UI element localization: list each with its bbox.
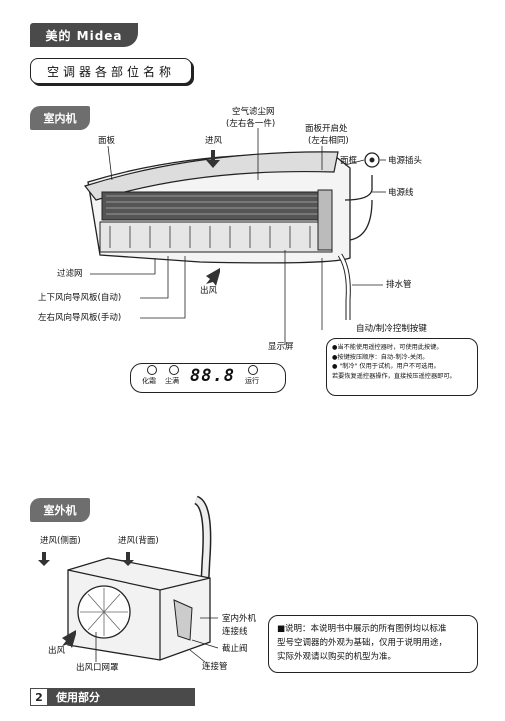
stop-valve-label: 截止阀 <box>222 644 248 654</box>
run-indicator-icon <box>248 365 258 375</box>
connecting-wire-label-1: 室内外机 <box>222 614 257 624</box>
air-out-label: 出风 <box>200 286 218 296</box>
defrost-indicator-label: 化霜 <box>142 377 156 385</box>
note-line: 若要恢复遥控器操作，直接按压遥控器即可。 <box>332 372 456 380</box>
note-line: ●当不能使用遥控器时，可使用此按键。 <box>332 344 443 351</box>
page-number: 2 <box>30 688 48 706</box>
connecting-pipe-label: 连接管 <box>202 662 228 672</box>
outdoor-air-out-label: 出风 <box>48 646 66 656</box>
brand-logo: 美的 Midea <box>30 23 138 47</box>
footer-label: 使用部分 <box>56 691 100 704</box>
note-line: ●按键按压顺序：自动-制冷-关闭。 <box>332 353 429 361</box>
horizontal-louver-label: 左右风向导风板(手动) <box>38 313 122 323</box>
dust-indicator-icon <box>169 365 179 375</box>
disclaimer-line: 型号空调器的外观为基础，仅用于说明用途， <box>277 638 448 649</box>
filter-net-label: 过滤网 <box>57 269 83 279</box>
dust-indicator-label: 尘满 <box>165 377 179 385</box>
display-panel <box>130 363 286 393</box>
frame-label: 面框 <box>340 156 358 166</box>
connecting-wire-label-2: 连接线 <box>222 627 248 637</box>
disclaimer-line: 实际外观请以购买的机型为准。 <box>277 652 397 663</box>
air-filter-sub-label: (左右各一件) <box>226 119 276 129</box>
power-cord-label: 电源线 <box>388 188 414 198</box>
outdoor-air-in-side-label: 进风(侧面) <box>40 536 81 546</box>
note-line: ● "制冷" 仅用于试机，用户不可选用。 <box>332 363 440 371</box>
button-notes-box: ●当不能使用遥控器时，可使用此按键。 ●按键按压顺序：自动-制冷-关闭。 ● "… <box>326 338 478 396</box>
disclaimer-line: ■说明：本说明书中展示的所有图例均以标准 <box>277 624 447 634</box>
defrost-indicator-icon <box>147 365 157 375</box>
panel-open-label: 面板开启处 <box>305 124 348 134</box>
digital-display: 88.8 <box>190 366 235 386</box>
drain-pipe-label: 排水管 <box>386 280 412 290</box>
vertical-louver-label: 上下风向导风板(自动) <box>38 293 122 303</box>
outdoor-air-in-back-label: 进风(背面) <box>118 536 159 546</box>
display-label: 显示屏 <box>268 342 294 352</box>
air-filter-label: 空气滤尘网 <box>232 107 275 117</box>
run-indicator-label: 运行 <box>245 377 259 385</box>
outdoor-section-label: 室外机 <box>30 498 90 522</box>
panel-label: 面板 <box>98 136 116 146</box>
panel-open-sub-label: (左右相同) <box>308 136 349 146</box>
indoor-section-label: 室内机 <box>30 106 90 130</box>
page-footer: 2 使用部分 <box>30 688 195 706</box>
page-title: 空调器各部位名称 <box>30 58 192 84</box>
auto-cool-button-label: 自动/制冷控制按键 <box>356 324 427 334</box>
disclaimer-box: ■说明：本说明书中展示的所有图例均以标准 型号空调器的外观为基础，仅用于说明用途… <box>268 615 478 673</box>
plug-label: 电源插头 <box>388 156 423 166</box>
air-in-label: 进风 <box>205 136 223 146</box>
outlet-grille-label: 出风口网罩 <box>76 663 119 673</box>
